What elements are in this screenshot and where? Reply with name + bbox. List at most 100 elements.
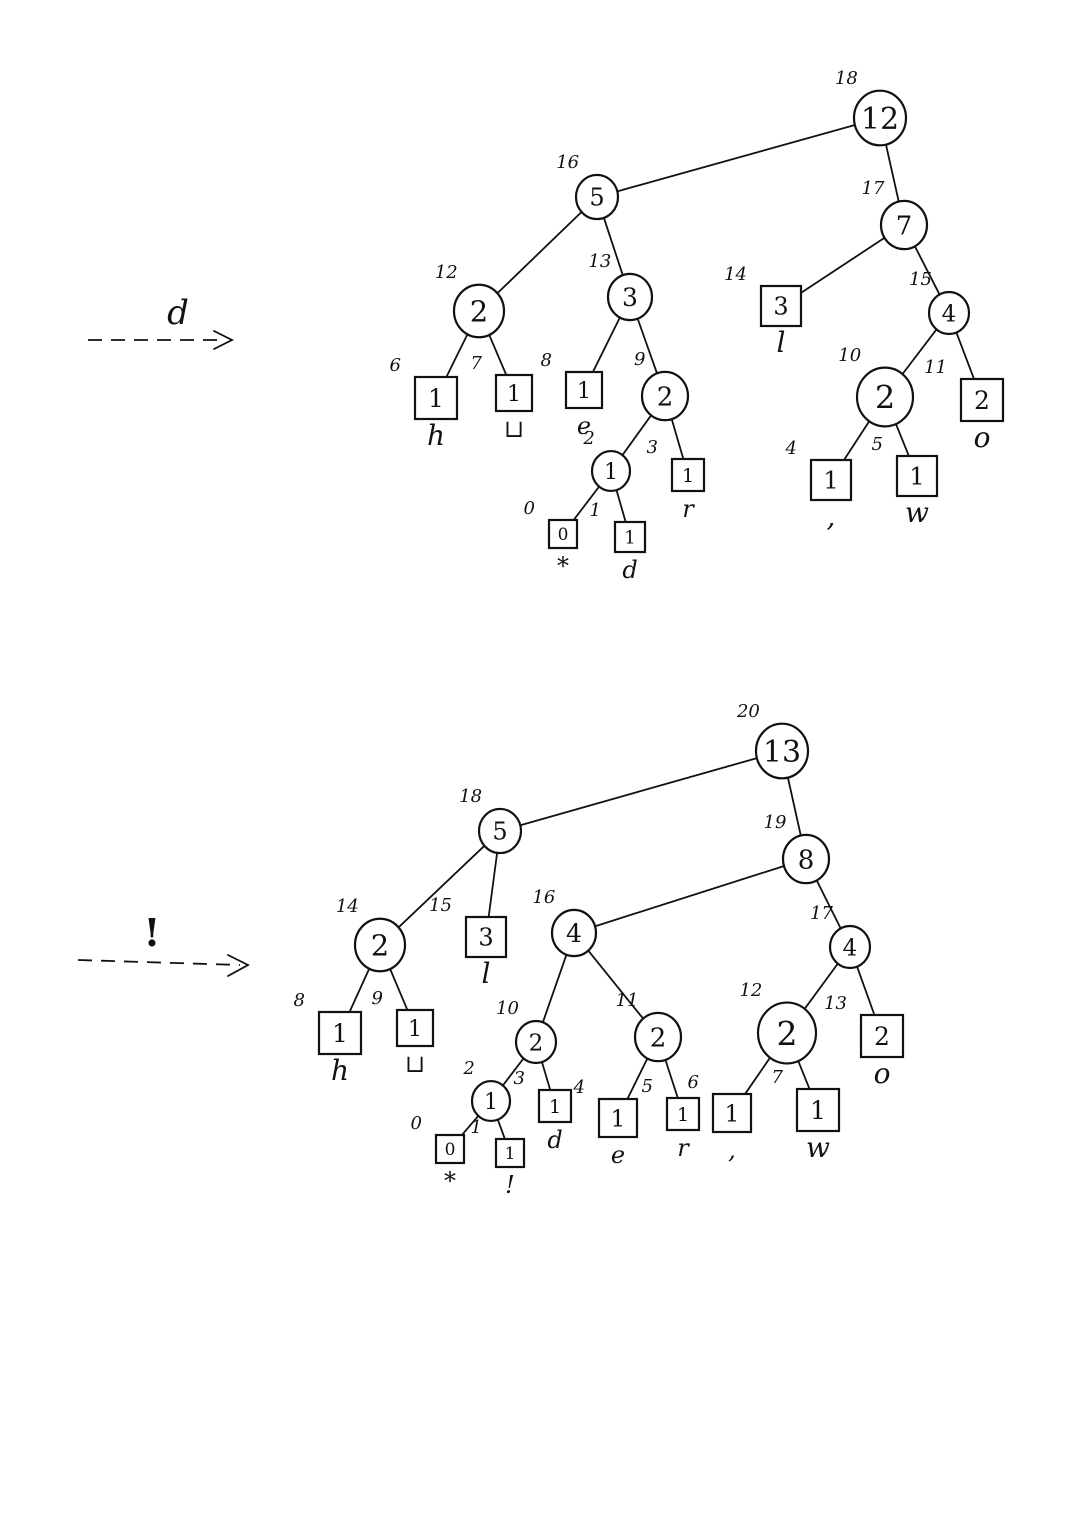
internal-node: 2 12 xyxy=(739,980,818,1065)
leaf-symbol: w xyxy=(905,496,929,529)
node-order-number: 13 xyxy=(824,993,847,1014)
internal-node: 313 xyxy=(588,251,654,322)
internal-node: 415 xyxy=(909,269,971,336)
node-weight: 1 xyxy=(682,465,694,487)
leaf-node: 14, xyxy=(785,438,853,533)
internal-node: 8 19 xyxy=(764,812,831,885)
node-weight: 2 xyxy=(777,1014,798,1053)
leaf-symbol: ⊔ xyxy=(504,415,524,443)
leaf-symbol: e xyxy=(611,1141,625,1169)
leaf-square xyxy=(564,370,604,410)
leaf-square xyxy=(597,1097,639,1139)
tree-edge xyxy=(742,1055,772,1098)
internal-node: 211 xyxy=(616,990,683,1063)
tree-edge xyxy=(901,328,938,375)
node-order-number: 11 xyxy=(924,357,947,378)
tree-edge xyxy=(595,865,785,927)
tree-after-d: d 1218516717212313314l41516h17⊔18e292102… xyxy=(88,68,1005,584)
tree-edge xyxy=(670,417,685,460)
internal-node: 717 xyxy=(862,178,929,251)
leaf-square xyxy=(711,1092,753,1134)
node-order-number: 16 xyxy=(532,887,555,908)
node-order-number: 10 xyxy=(838,345,861,366)
leaf-node: 17w xyxy=(772,1067,841,1164)
node-order-number: 3 xyxy=(514,1068,525,1089)
leaf-symbol: r xyxy=(677,1134,690,1162)
node-weight: 13 xyxy=(763,735,801,770)
tree-edge xyxy=(348,966,371,1014)
node-weight: 2 xyxy=(875,379,895,417)
leaf-symbol: , xyxy=(827,500,836,533)
leaf-symbol: r xyxy=(682,495,695,523)
node-order-number: 14 xyxy=(336,896,359,917)
node-circle xyxy=(879,199,929,251)
node-weight: 1 xyxy=(725,1101,740,1127)
node-order-number: 19 xyxy=(764,812,787,833)
tree-edge xyxy=(602,216,624,276)
node-weight: 1 xyxy=(677,1104,689,1126)
node-order-number: 10 xyxy=(496,998,519,1019)
node-order-number: 8 xyxy=(294,990,305,1011)
internal-node: 214 xyxy=(336,896,407,973)
tree-edge xyxy=(520,757,758,826)
node-order-number: 8 xyxy=(541,350,552,371)
node-weight: 8 xyxy=(798,845,815,875)
node-weight: 1 xyxy=(428,384,444,413)
tree-edge xyxy=(388,967,409,1012)
tree-edge xyxy=(444,332,469,380)
node-order-number: 0 xyxy=(411,1113,422,1134)
tree-edge xyxy=(804,962,840,1010)
node-order-number: 3 xyxy=(647,437,658,458)
node-order-number: 12 xyxy=(739,980,762,1001)
node-order-number: 6 xyxy=(688,1072,699,1093)
leaf-square xyxy=(613,520,647,554)
node-order-number: 18 xyxy=(459,786,482,807)
leaf-symbol: h xyxy=(427,419,445,452)
leaf-symbol: ⊔ xyxy=(405,1050,425,1078)
leaf-square xyxy=(317,1010,363,1056)
node-circle xyxy=(855,366,915,428)
node-weight: 4 xyxy=(843,935,858,961)
leaf-square xyxy=(959,377,1005,423)
node-weight: 2 xyxy=(470,294,488,328)
tree-edge xyxy=(487,850,499,918)
node-weight: 1 xyxy=(484,1090,498,1115)
tree-edge xyxy=(586,949,644,1020)
node-weight: 2 xyxy=(657,382,674,412)
node-order-number: 13 xyxy=(588,251,611,272)
tree-edge xyxy=(502,1057,525,1087)
leaf-node: 19⊔ xyxy=(372,988,435,1078)
leaf-symbol: o xyxy=(974,421,991,454)
leaf-square xyxy=(665,1096,701,1132)
node-circle xyxy=(574,173,620,221)
tree-edge xyxy=(621,413,653,456)
tree-edge xyxy=(625,1056,649,1102)
node-weight: 4 xyxy=(942,301,957,327)
leaf-node: 11! xyxy=(471,1117,526,1199)
node-order-number: 20 xyxy=(736,701,760,722)
node-weight: 4 xyxy=(566,919,582,948)
arrow-label-d: d xyxy=(167,293,189,333)
leaf-symbol: h xyxy=(331,1054,349,1087)
leaf-square xyxy=(537,1088,573,1124)
node-order-number: 17 xyxy=(810,903,833,924)
leaf-symbol: * xyxy=(557,552,569,580)
tree-edge xyxy=(487,333,508,377)
tree-edge xyxy=(542,952,568,1024)
node-weight: 1 xyxy=(507,382,521,407)
tree-edge xyxy=(591,315,622,374)
leaf-square xyxy=(895,454,939,498)
node-circle xyxy=(633,1011,683,1063)
tree-edge xyxy=(841,419,871,464)
internal-node: 4 16 xyxy=(532,887,598,958)
leaf-symbol: ! xyxy=(505,1171,515,1199)
leaf-node: 16h xyxy=(390,355,459,452)
node-weight: 3 xyxy=(773,293,788,321)
leaf-square xyxy=(494,373,534,413)
node-order-number: 7 xyxy=(772,1067,784,1088)
node-circle xyxy=(470,1079,512,1123)
leaf-symbol: w xyxy=(806,1131,830,1164)
